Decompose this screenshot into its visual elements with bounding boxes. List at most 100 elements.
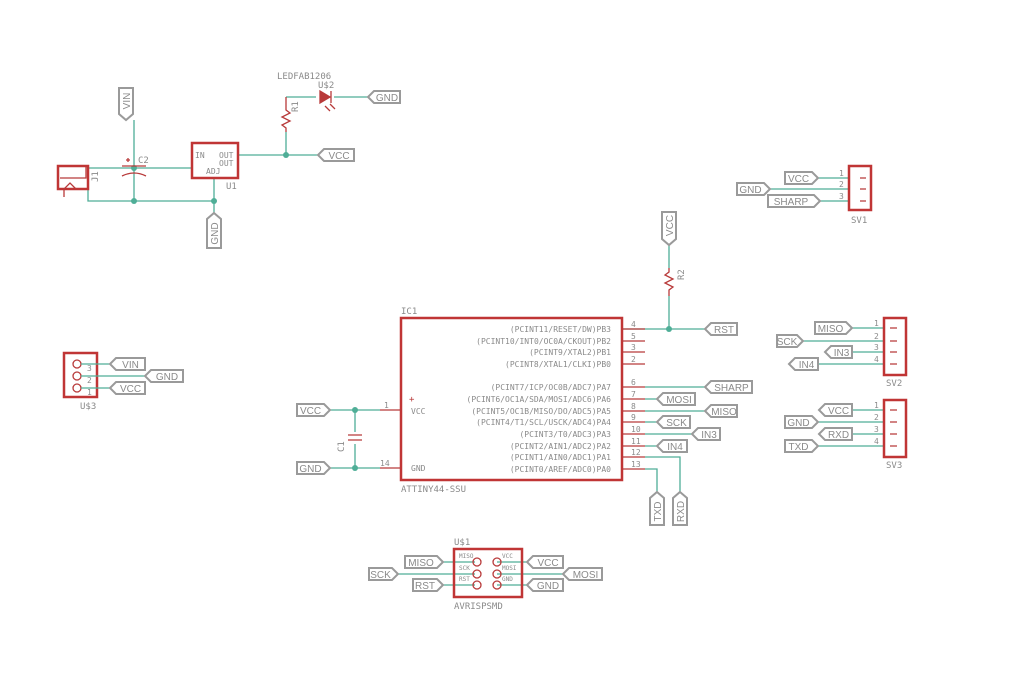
pin-number: 8: [631, 402, 636, 411]
net-label-in3[interactable]: IN3: [690, 427, 721, 441]
us1-label: U$1: [454, 538, 470, 548]
net-label-text: RST: [415, 581, 435, 592]
pin-number: 6: [631, 378, 636, 387]
net-label-shape: [366, 90, 401, 104]
net-label-in3[interactable]: IN3: [823, 345, 853, 359]
net-label-miso[interactable]: MISO: [703, 404, 738, 418]
c2-label: C2: [138, 156, 149, 166]
net-label-shape: [649, 490, 665, 526]
ic1-attiny44: IC1 ATTINY44-SSU VCC GND + C1 1 14 (PCIN…: [330, 307, 705, 495]
header-u3: 3 2 1 U$3: [62, 351, 145, 412]
pin-number: 1: [384, 401, 389, 410]
net-label-sck[interactable]: SCK: [368, 567, 400, 581]
ic1-label: IC1: [401, 307, 417, 317]
u1-pin-in: IN: [195, 151, 205, 160]
net-label-miso[interactable]: MISO: [814, 321, 854, 335]
net-label-text: MOSI: [573, 570, 599, 581]
isp-pin-vcc: VCC: [502, 553, 513, 560]
net-label-sharp[interactable]: SHARP: [703, 380, 753, 394]
net-label-in4[interactable]: IN4: [655, 439, 688, 453]
pin-number: 13: [631, 460, 641, 469]
net-label-shape: [118, 87, 134, 122]
net-label-gnd[interactable]: GND: [736, 182, 772, 196]
net-label-text: VCC: [537, 558, 558, 569]
net-label-gnd[interactable]: GND: [206, 211, 222, 249]
net-label-text: GND: [299, 464, 321, 475]
resistor-r1: R1: [280, 97, 301, 132]
net-label-in4[interactable]: IN4: [787, 357, 819, 371]
net-label-txd[interactable]: TXD: [784, 439, 820, 453]
net-label-sharp[interactable]: SHARP: [767, 194, 822, 208]
net-label-text: MISO: [711, 407, 737, 418]
ic1-pin-name: (PCINT0/AREF/ADC0)PA0: [510, 465, 611, 474]
net-label-vcc[interactable]: VCC: [296, 403, 332, 417]
net-label-sck[interactable]: SCK: [776, 334, 805, 348]
u3-label: U$3: [80, 402, 96, 412]
net-label-text: VCC: [828, 406, 849, 417]
net-label-text: TXD: [653, 502, 664, 522]
net-label-vin[interactable]: VIN: [118, 87, 134, 122]
pin-number: 3: [839, 192, 844, 201]
net-label-miso[interactable]: MISO: [404, 555, 445, 569]
pin-number: 4: [874, 355, 879, 364]
ic1-value-label: ATTINY44-SSU: [401, 485, 466, 495]
net-label-rxd[interactable]: RXD: [672, 490, 688, 526]
net-label-shape: [108, 381, 146, 395]
pin-number: 11: [631, 437, 641, 446]
net-label-rst[interactable]: RST: [412, 578, 445, 592]
net-label-shape: [561, 567, 603, 581]
net-label-shape: [787, 357, 819, 371]
isp-pin-gnd: GND: [502, 576, 513, 583]
pin-number: 2: [874, 413, 879, 422]
pin-number: 12: [631, 448, 641, 457]
r1-label: R1: [291, 101, 301, 112]
u1-label: U1: [226, 182, 237, 192]
net-label-text: IN3: [701, 430, 717, 441]
net-label-shape: [784, 171, 820, 185]
net-label-gnd[interactable]: GND: [366, 90, 401, 104]
net-label-shape: [655, 392, 696, 406]
net-label-shape: [784, 415, 820, 429]
led-name-label: U$2: [318, 81, 334, 91]
net-label-vcc[interactable]: VCC: [525, 555, 564, 569]
ic1-pin-name: (PCINT3/T0/ADC3)PA3: [519, 430, 611, 439]
net-label-shape: [767, 194, 822, 208]
pin-number: 2: [631, 355, 636, 364]
header-sv3: 1 2 3 4 SV3: [818, 398, 908, 471]
r2-label: R2: [677, 269, 687, 280]
net-label-shape: [703, 322, 738, 336]
sv2-label: SV2: [886, 379, 902, 389]
net-label-vcc[interactable]: VCC: [316, 148, 355, 162]
svg-text:+: +: [409, 395, 415, 405]
net-label-shape: [817, 403, 853, 417]
net-label-gnd[interactable]: GND: [525, 578, 564, 592]
net-label-text: GND: [787, 418, 809, 429]
net-label-text: VIN: [122, 360, 139, 371]
net-label-text: SCK: [777, 337, 798, 348]
net-label-shape: [814, 321, 854, 335]
net-label-txd[interactable]: TXD: [649, 490, 665, 526]
net-label-vcc[interactable]: VCC: [661, 211, 677, 247]
net-label-vcc[interactable]: VCC: [817, 403, 853, 417]
pin-number: 14: [380, 459, 390, 468]
net-label-vcc[interactable]: VCC: [108, 381, 146, 395]
net-label-vcc[interactable]: VCC: [784, 171, 820, 185]
pin-number: 3: [874, 425, 879, 434]
u1-pin-out2: OUT: [219, 159, 234, 168]
net-label-shape: [655, 415, 691, 429]
net-label-gnd[interactable]: GND: [296, 461, 332, 475]
ic1-pin-name: (PCINT4/T1/SCL/USCK/ADC4)PA4: [476, 418, 611, 427]
net-label-vin[interactable]: VIN: [108, 357, 146, 371]
net-label-gnd[interactable]: GND: [143, 369, 184, 383]
net-label-mosi[interactable]: MOSI: [561, 567, 603, 581]
net-label-text: VIN: [122, 93, 133, 110]
net-label-gnd[interactable]: GND: [784, 415, 820, 429]
net-label-sck[interactable]: SCK: [655, 415, 691, 429]
net-label-rxd[interactable]: RXD: [817, 427, 853, 441]
net-label-mosi[interactable]: MOSI: [655, 392, 696, 406]
net-label-rst[interactable]: RST: [703, 322, 738, 336]
net-label-text: VCC: [788, 174, 809, 185]
isp-pin-mosi: MOSI: [502, 565, 517, 572]
